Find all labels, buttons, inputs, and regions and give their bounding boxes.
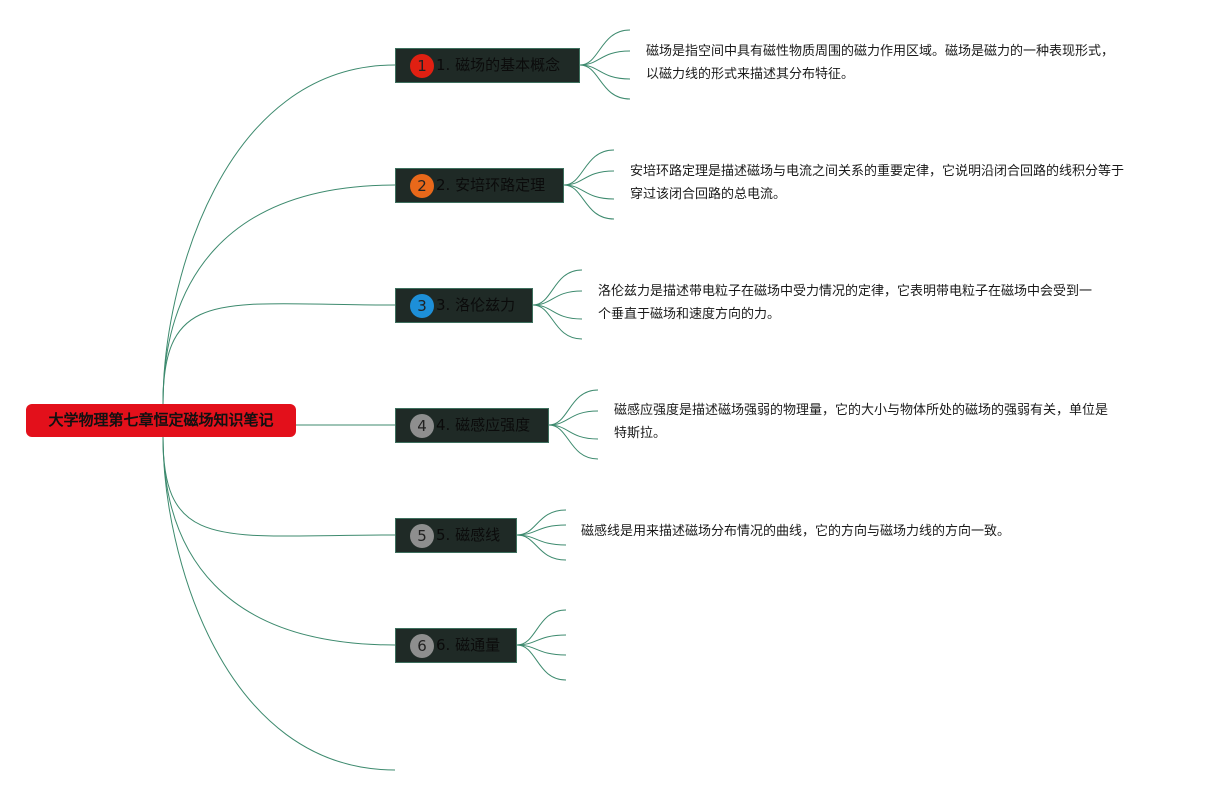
number-badge-5: 5 <box>410 523 434 548</box>
fan-line-3-1 <box>532 269 583 306</box>
topic-lorentz-force[interactable]: 3 3. 洛伦兹力 <box>395 288 533 323</box>
root-link-6 <box>162 436 396 646</box>
topic-magnetic-field-concept[interactable]: 1 1. 磁场的基本概念 <box>395 48 580 83</box>
topic-label: 4. 磁感应强度 <box>436 416 531 434</box>
topic-magnetic-flux[interactable]: 6 6. 磁通量 <box>395 628 517 663</box>
fan-line-4-2 <box>548 410 599 426</box>
fan-line-4-4 <box>548 424 599 460</box>
fan-line-4-1 <box>548 389 599 426</box>
note-lorentz-force: 洛伦兹力是描述带电粒子在磁场中受力情况的定律，它表明带电粒子在磁场中会受到一个垂… <box>598 284 1093 322</box>
root-link-3 <box>162 303 396 405</box>
topic-magnetic-induction[interactable]: 4 4. 磁感应强度 <box>395 408 549 443</box>
fan-line-1-4 <box>579 64 631 100</box>
fan-line-2-1 <box>563 149 615 186</box>
root-link-5 <box>162 436 396 537</box>
fan-line-2-2 <box>563 170 615 186</box>
fan-line-6-2 <box>516 634 567 646</box>
topic-ampere-law[interactable]: 2 2. 安培环路定理 <box>395 168 564 203</box>
fan-line-6-1 <box>516 609 567 646</box>
fan-line-3-2 <box>532 290 583 306</box>
fan-line-5-1 <box>516 509 567 536</box>
note-ampere-law: 安培环路定理是描述磁场与电流之间关系的重要定律，它说明沿闭合回路的线积分等于穿过… <box>630 164 1125 202</box>
fan-line-6-4 <box>516 644 567 681</box>
number-badge-6: 6 <box>410 633 434 658</box>
root-link-7 <box>162 436 396 771</box>
topic-label: 3. 洛伦兹力 <box>436 296 516 314</box>
note-field-lines: 磁感线是用来描述磁场分布情况的曲线，它的方向与磁场力线的方向一致。 <box>581 524 1011 539</box>
topic-label: 5. 磁感线 <box>436 526 501 544</box>
note-magnetic-induction: 磁感应强度是描述磁场强弱的物理量，它的大小与物体所处的磁场的强弱有关，单位是特斯… <box>614 403 1109 441</box>
topic-label: 1. 磁场的基本概念 <box>436 56 561 74</box>
topic-field-lines[interactable]: 5 5. 磁感线 <box>395 518 517 553</box>
number-badge-2: 2 <box>410 173 434 198</box>
fan-line-1-1 <box>579 29 631 66</box>
fan-line-2-4 <box>563 184 615 220</box>
root-link-2 <box>162 184 396 405</box>
root-topic[interactable]: 大学物理第七章恒定磁场知识笔记 <box>26 404 296 437</box>
topic-label: 2. 安培环路定理 <box>436 176 546 194</box>
number-badge-4: 4 <box>410 413 434 438</box>
fan-line-3-4 <box>532 304 583 340</box>
fan-line-1-2 <box>579 50 631 66</box>
topic-label: 6. 磁通量 <box>436 636 501 654</box>
number-badge-1: 1 <box>410 53 434 78</box>
number-badge-3: 3 <box>410 293 434 318</box>
note-magnetic-field-concept: 磁场是指空间中具有磁性物质周围的磁力作用区域。磁场是磁力的一种表现形式，以磁力线… <box>646 44 1115 82</box>
fan-line-5-4 <box>516 534 567 561</box>
root-link-1 <box>162 64 396 405</box>
fan-line-5-2 <box>516 524 567 536</box>
